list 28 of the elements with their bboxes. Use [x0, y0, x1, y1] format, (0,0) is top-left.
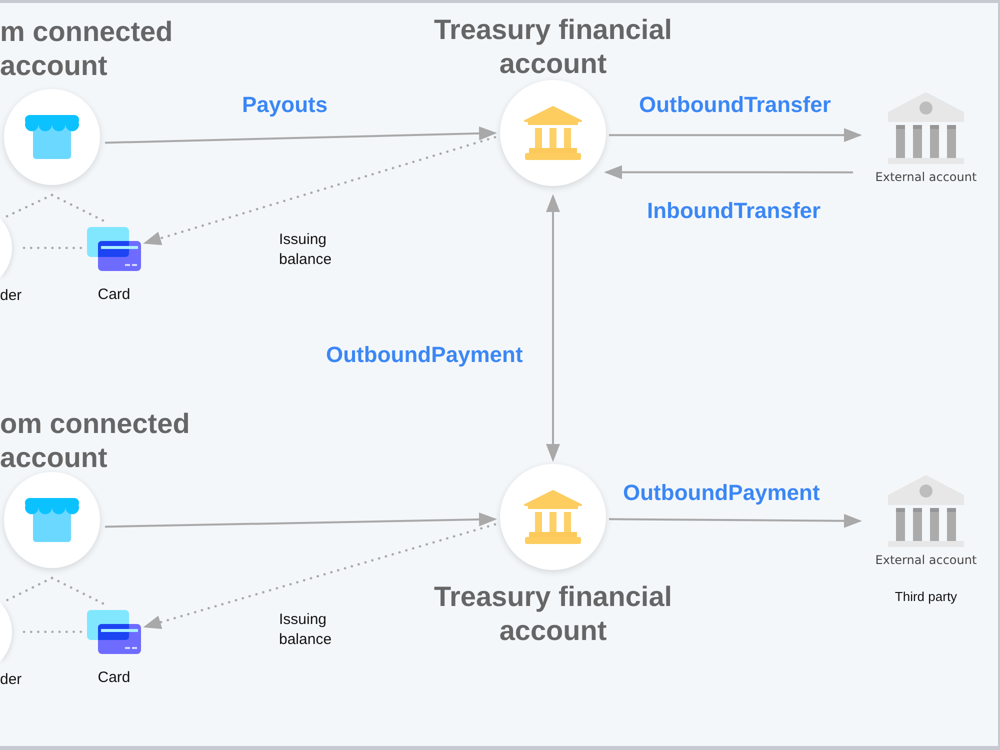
- edge-label: Issuing balance: [279, 610, 333, 650]
- arrow: [604, 165, 853, 180]
- arrow: [104, 126, 497, 144]
- edge-label: OutboundTransfer: [639, 92, 831, 118]
- arrow: [609, 128, 862, 142]
- dotted-arrow: [143, 523, 496, 630]
- edge-label: Issuing balance: [279, 230, 333, 270]
- account-heading: Treasury financial account: [432, 580, 674, 648]
- edge-label: OutboundPayment: [326, 342, 523, 368]
- arrow: [609, 514, 862, 528]
- dotted-line: [22, 246, 84, 250]
- node-label: der: [0, 671, 22, 689]
- arrow: [104, 512, 497, 528]
- node-label: Card: [98, 286, 130, 304]
- node-label: der: [0, 287, 22, 305]
- node-note: Third party: [894, 588, 958, 606]
- edge-label: Payouts: [242, 92, 328, 118]
- node-label: Card: [98, 669, 130, 687]
- node-label: External account: [875, 552, 977, 568]
- account-heading: om connected account: [0, 407, 191, 475]
- dotted-arrow: [143, 136, 496, 246]
- dotted-line: [22, 630, 84, 634]
- node-label: External account: [875, 169, 977, 185]
- account-heading: m connected account: [0, 15, 174, 83]
- edge-label: OutboundPayment: [623, 480, 820, 506]
- account-heading: Treasury financial account: [432, 13, 674, 81]
- arrow: [546, 194, 560, 462]
- edge-label: InboundTransfer: [647, 198, 821, 224]
